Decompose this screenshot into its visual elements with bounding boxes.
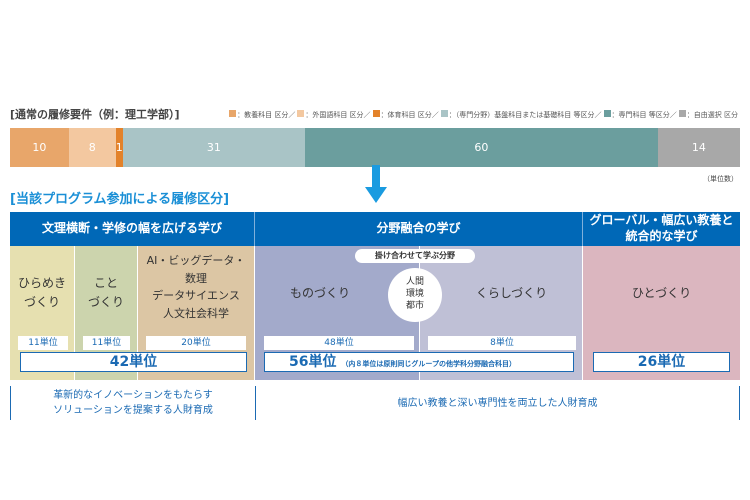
segment-label: 1 xyxy=(115,141,123,154)
legend-item: ：（専門分野）基盤科目または基礎科目 等区分／ xyxy=(440,110,602,120)
header-global: グローバル・幅広い教養と 統合的な学び xyxy=(583,212,740,246)
legend-label: ：自由選択 区分 xyxy=(686,111,738,119)
legend-label: ：教養科目 区分／ xyxy=(237,111,296,119)
label: ひらめき づくり xyxy=(17,276,66,309)
total-26: 26単位 xyxy=(593,352,730,372)
bar-segment: 1 xyxy=(115,128,123,167)
units: 11単位 xyxy=(83,336,130,350)
label: ひとづくり xyxy=(631,286,692,300)
total: 56単位 xyxy=(289,354,337,370)
program-title: [当該プログラム参加による履修区分] xyxy=(10,192,230,207)
units: 20単位 xyxy=(146,336,246,350)
combined-fields-pill: 掛け合わせて学ぶ分野 xyxy=(355,249,475,263)
bar-segment: 31 xyxy=(122,128,306,167)
legend-item: ：体育科目 区分／ xyxy=(372,110,439,120)
legend-item: ：外国語科目 区分／ xyxy=(297,110,371,120)
label: こと づくり xyxy=(87,276,124,309)
legend-label: ：体育科目 区分／ xyxy=(380,111,439,119)
unit-note: （単位数） xyxy=(703,175,738,183)
legend-item: ：専門科目 等区分／ xyxy=(603,110,677,120)
standard-title: [通常の履修要件（例：理工学部）] xyxy=(10,108,180,121)
human-env-city-circle: 人間 環境 都市 xyxy=(388,268,442,322)
legend-label: ：外国語科目 区分／ xyxy=(305,111,371,119)
outcome-1: 革新的なイノベーションをもたらす ソリューションを提案する人財育成 xyxy=(10,386,255,420)
legend-label: ：専門科目 等区分／ xyxy=(611,111,677,119)
segment-label: 10 xyxy=(32,141,47,154)
legend: ：教養科目 区分／ ：外国語科目 区分／ ：体育科目 区分／ ：（専門分野）基盤科目ま… xyxy=(229,110,738,120)
segment-label: 8 xyxy=(88,141,96,154)
legend-swatch xyxy=(372,110,380,117)
segment-label: 31 xyxy=(206,141,221,154)
bar-segment: 10 xyxy=(10,128,69,167)
legend-swatch xyxy=(440,110,448,117)
units: 8単位 xyxy=(428,336,576,350)
label: AI・ビッグデータ・ 数理 データサイエンス 人文社会科学 xyxy=(146,254,246,320)
legend-label: ：（専門分野）基盤科目または基礎科目 等区分／ xyxy=(448,111,602,119)
label: ものづくり xyxy=(289,286,350,300)
segment-label: 14 xyxy=(691,141,706,154)
circle-text: 人間 環境 都市 xyxy=(405,277,424,311)
legend-item: ：自由選択 区分 xyxy=(678,110,738,120)
bar-segment: 60 xyxy=(305,128,658,167)
outcome-2: 幅広い教養と深い専門性を両立した人財育成 xyxy=(255,386,740,420)
legend-swatch xyxy=(229,110,237,117)
legend-swatch xyxy=(603,110,611,117)
total-42: 42単位 xyxy=(20,352,247,372)
bar-segment: 14 xyxy=(657,128,740,167)
total-56: 56単位 （内８単位は原則同じグループの他学科分野融合科目） xyxy=(264,352,574,372)
legend-swatch xyxy=(297,110,305,117)
legend-swatch xyxy=(678,110,686,117)
segment-label: 60 xyxy=(474,141,489,154)
legend-item: ：教養科目 区分／ xyxy=(229,110,295,120)
label: くらしづくり xyxy=(475,286,548,300)
header-cross-discipline: 文理横断・学修の幅を広げる学び xyxy=(10,212,255,246)
units: 48単位 xyxy=(264,336,414,350)
header-fusion: 分野融合の学び xyxy=(255,212,583,246)
credit-bar: 10 8 1 31 60 14 xyxy=(10,128,740,167)
bar-segment: 8 xyxy=(68,128,116,167)
units: 11単位 xyxy=(18,336,68,350)
total-note: （内８単位は原則同じグループの他学科分野融合科目） xyxy=(341,360,516,368)
down-arrow-icon xyxy=(365,165,387,203)
